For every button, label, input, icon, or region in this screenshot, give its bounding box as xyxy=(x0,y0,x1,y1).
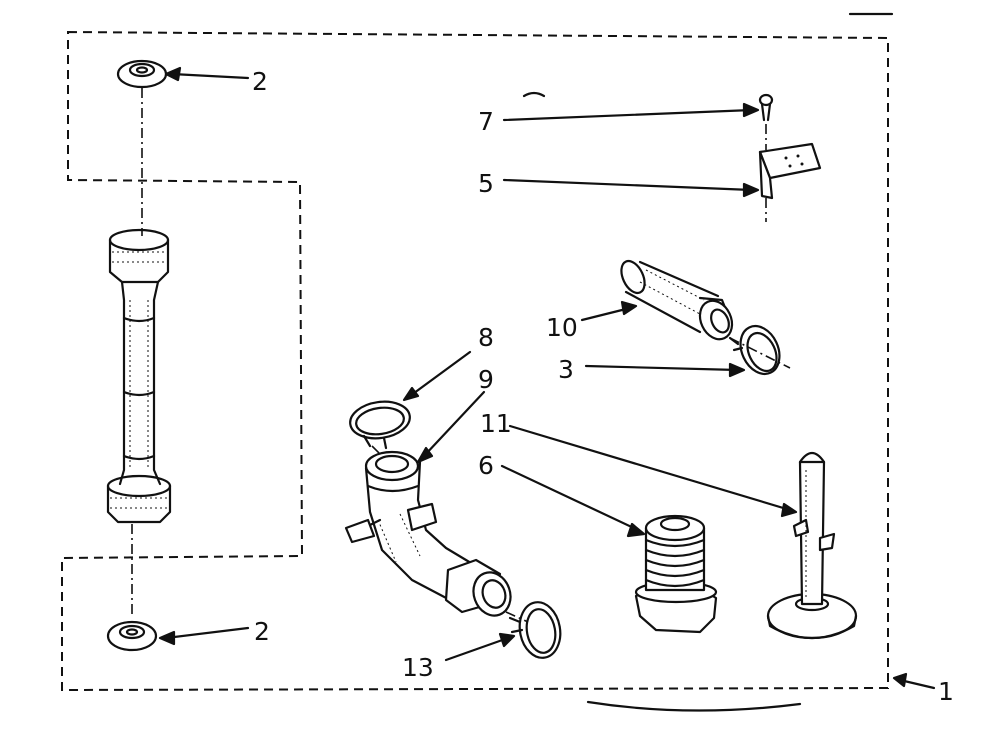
clamp-8-axis xyxy=(371,445,389,463)
label-5: 5 xyxy=(478,169,494,198)
label-2-top: 2 xyxy=(252,67,268,96)
clamp-8 xyxy=(349,400,411,450)
foot-top xyxy=(116,59,168,89)
clamp-13 xyxy=(508,601,562,659)
label-3: 3 xyxy=(558,355,574,384)
hose-axis xyxy=(729,337,791,369)
elbow-axis xyxy=(505,611,529,623)
screw xyxy=(758,93,774,122)
label-10: 10 xyxy=(546,313,578,342)
label-13: 13 xyxy=(402,653,434,682)
elbow-hose xyxy=(344,450,512,617)
hose-segment xyxy=(620,259,734,341)
label-11: 11 xyxy=(480,409,512,438)
label-1: 1 xyxy=(938,677,954,706)
label-8: 8 xyxy=(478,323,494,352)
leader-lines xyxy=(158,66,936,690)
leveling-foot-6 xyxy=(634,514,718,634)
foot-bottom xyxy=(106,620,158,652)
label-6: 6 xyxy=(478,451,494,480)
kit-boundary xyxy=(61,30,889,692)
label-9: 9 xyxy=(478,365,494,394)
small-mark xyxy=(522,91,546,98)
bottom-curve xyxy=(586,700,802,712)
label-2-bottom: 2 xyxy=(254,617,270,646)
leveling-foot-11 xyxy=(766,451,858,640)
bracket xyxy=(758,142,822,222)
straight-hose xyxy=(106,228,172,524)
label-7: 7 xyxy=(478,107,494,136)
